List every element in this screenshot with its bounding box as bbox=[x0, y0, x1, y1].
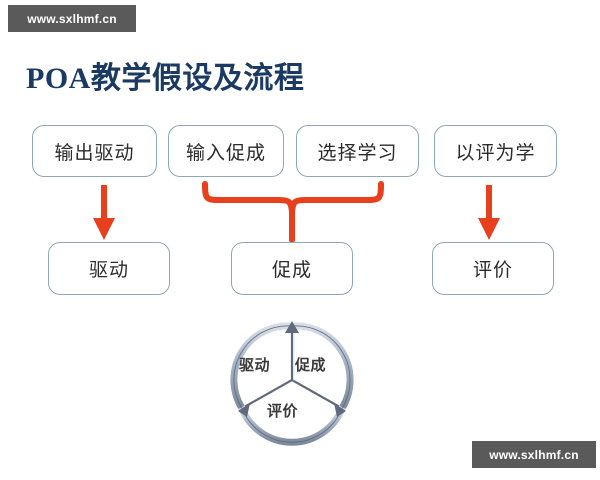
flow-box-motivating[interactable]: 驱动 bbox=[48, 242, 170, 295]
flow-box-assessing[interactable]: 评价 bbox=[432, 242, 554, 295]
flow-box-output-driven[interactable]: 输出驱动 bbox=[32, 125, 157, 177]
cycle-label-assessing: 评价 bbox=[267, 403, 299, 420]
cycle-diagram: 驱动 促成 评价 bbox=[222, 314, 362, 446]
flow-box-assessment-as-learning[interactable]: 以评为学 bbox=[434, 125, 557, 177]
page-title: POA教学假设及流程 bbox=[26, 62, 305, 95]
cycle-label-motivating: 驱动 bbox=[239, 357, 271, 374]
watermark-top: www.sxlhmf.cn bbox=[8, 5, 136, 32]
brace-connector-icon bbox=[202, 181, 384, 243]
arrow-down-left-icon bbox=[93, 185, 115, 240]
cycle-diagram-graphic bbox=[230, 321, 354, 446]
arrow-down-right-icon bbox=[478, 185, 500, 240]
watermark-bottom: www.sxlhmf.cn bbox=[472, 441, 596, 468]
cycle-arrowheads-icon bbox=[238, 321, 346, 417]
flow-box-input-enabling[interactable]: 输入促成 bbox=[168, 125, 284, 177]
flow-box-enabling[interactable]: 促成 bbox=[231, 242, 353, 295]
flow-box-selective-learning[interactable]: 选择学习 bbox=[296, 125, 419, 177]
cycle-label-enabling: 促成 bbox=[295, 357, 327, 374]
